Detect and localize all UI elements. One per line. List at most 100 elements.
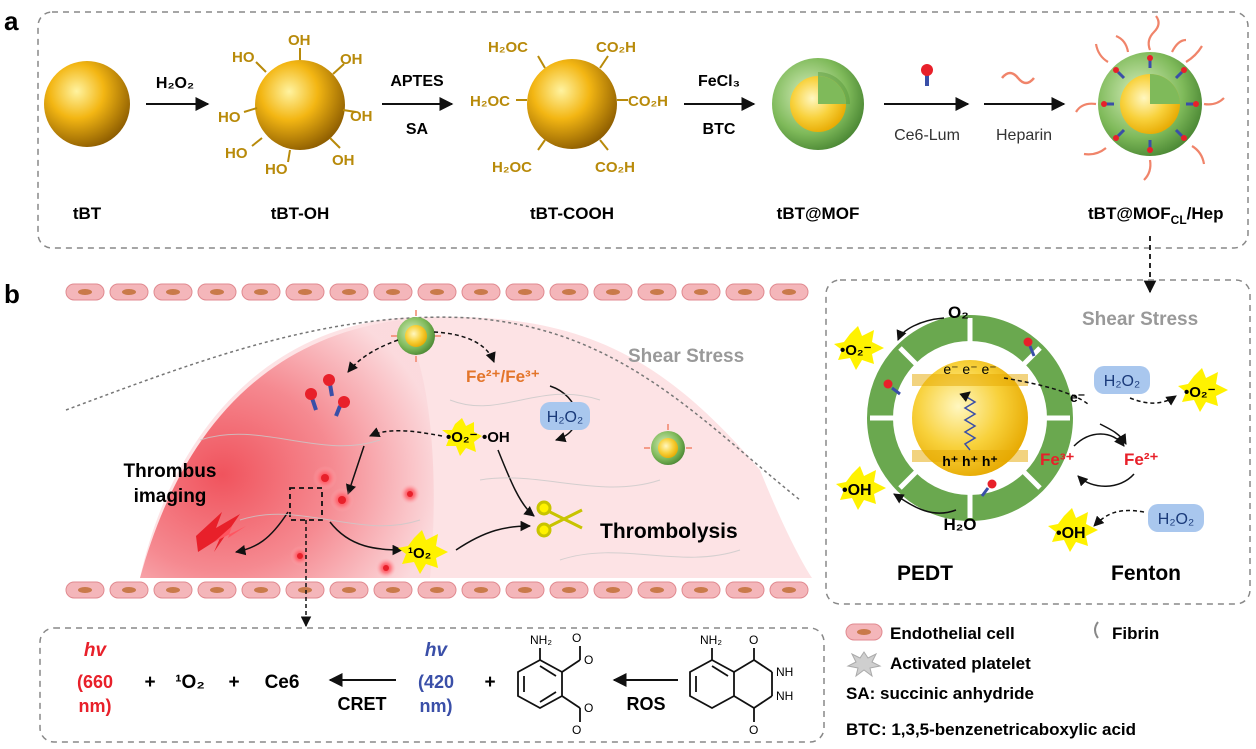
legend-sa: SA: succinic anhydride xyxy=(846,684,1034,703)
cell-nucleus xyxy=(738,587,752,593)
plus-sign: + xyxy=(144,672,155,693)
electron-out-label: e⁻ xyxy=(1070,389,1085,405)
svg-text:O: O xyxy=(572,631,581,645)
cell-nucleus xyxy=(562,587,576,593)
ce6-lum-icon xyxy=(921,64,933,86)
cell-nucleus xyxy=(210,289,224,295)
pedt-label: PEDT xyxy=(897,562,953,585)
platelet-icon xyxy=(846,651,882,678)
cell-nucleus xyxy=(386,587,400,593)
arrow-h2o2-label: H₂O₂ xyxy=(156,75,194,92)
fibrin-icon xyxy=(1094,621,1099,639)
svg-text:O: O xyxy=(572,723,581,737)
blue-hv-label: hv xyxy=(425,640,449,661)
fe3-to-fe2-arrow xyxy=(1073,433,1125,447)
h2o-oxidation-arrow xyxy=(893,493,957,514)
cell-nucleus xyxy=(386,289,400,295)
tbt-label: tBT xyxy=(73,204,102,223)
cell-nucleus xyxy=(562,289,576,295)
fe2-label: Fe²⁺ xyxy=(1124,450,1159,469)
cell-nucleus xyxy=(78,289,92,295)
bt-core xyxy=(912,360,1028,476)
oh-to-thrombolysis-arrow xyxy=(497,449,535,517)
cell-nucleus xyxy=(430,289,444,295)
arrow-ce6-lum-label: Ce6-Lum xyxy=(894,127,960,144)
tbt-particle xyxy=(44,61,130,147)
ce6-product: Ce6 xyxy=(265,672,300,693)
svg-text:O: O xyxy=(584,653,593,667)
hydroxyl-burst-fenton: •OH xyxy=(1048,508,1098,552)
electron-path xyxy=(1003,377,1089,405)
panel-a-letter: a xyxy=(4,6,19,36)
h2o2-to-superoxide-arrow xyxy=(1129,395,1177,406)
blue-wavelength-1: (420 xyxy=(418,672,454,692)
h2o-label: H₂O xyxy=(943,515,976,534)
cell-nucleus xyxy=(210,587,224,593)
electrons-label: e⁻ e⁻ e⁻ xyxy=(943,361,996,377)
h2o2-label: H₂O₂ xyxy=(547,409,583,426)
cell-nucleus xyxy=(342,289,356,295)
excitation-arrow xyxy=(959,391,977,451)
mechanism-shear-stress-label: Shear Stress xyxy=(1082,309,1198,330)
thrombus-red-region xyxy=(140,320,434,578)
fe2-to-fe3-arrow xyxy=(1077,473,1135,487)
h2o2-box-right xyxy=(1094,366,1150,394)
cell-nucleus xyxy=(650,587,664,593)
svg-text:NH₂: NH₂ xyxy=(530,633,552,647)
arrow-btc-label: BTC xyxy=(703,121,736,138)
cell-nucleus xyxy=(122,587,136,593)
o2-reduction-arrow xyxy=(896,317,945,341)
ce6-lum-probes xyxy=(305,374,350,417)
fe3-label: Fe³⁺ xyxy=(1040,450,1075,469)
cell-nucleus xyxy=(298,289,312,295)
fibrin-strands xyxy=(199,393,741,561)
tbt-mof-particle xyxy=(772,58,864,150)
o2-to-probe-arrow xyxy=(369,427,443,437)
plus-sign: + xyxy=(228,672,239,693)
tbt-cooh-label: tBT-COOH xyxy=(530,204,614,223)
cell-nucleus xyxy=(606,587,620,593)
cell-nucleus xyxy=(166,289,180,295)
legend-endothelial: Endothelial cell xyxy=(890,624,1015,643)
cooh-group: CO₂H xyxy=(595,159,635,176)
blue-wavelength-2: nm) xyxy=(420,696,453,716)
legend-fibrin: Fibrin xyxy=(1112,624,1159,643)
thrombolysis-label: Thrombolysis xyxy=(600,520,738,543)
panel-b-letter: b xyxy=(4,279,20,309)
imaging-lightning-icon xyxy=(196,512,246,552)
tbt-mof-cl-hep-particle xyxy=(1075,15,1225,181)
red-wavelength-2: nm) xyxy=(79,696,112,716)
release-arrow xyxy=(347,339,399,373)
svg-text:NH: NH xyxy=(776,689,793,703)
cooh-group: H₂OC xyxy=(488,39,528,56)
cell-nucleus xyxy=(342,587,356,593)
fenton-arrow xyxy=(1093,509,1145,527)
h2o2-right-label: H₂O₂ xyxy=(1104,373,1140,390)
luminol-labels: NH₂ O NH NH O xyxy=(700,633,793,737)
release-arrow xyxy=(433,331,496,363)
cell-nucleus xyxy=(518,289,532,295)
ros-label: ROS xyxy=(626,694,665,714)
svg-text:•OH: •OH xyxy=(842,482,872,499)
tbt-mof-cl-hep-label: tBT@MOFCL/Hep xyxy=(1088,204,1224,227)
svg-text:•O₂⁻: •O₂⁻ xyxy=(446,429,478,446)
ho-group: HO xyxy=(232,49,255,66)
thrombus-imaging-label-1: Thrombus xyxy=(124,461,217,482)
svg-text:•O₂⁻: •O₂⁻ xyxy=(1184,384,1216,401)
singlet-o2-arrow xyxy=(329,521,404,556)
tbt-mof-label: tBT@MOF xyxy=(777,204,860,223)
cell-nucleus xyxy=(738,289,752,295)
svg-text:NH₂: NH₂ xyxy=(700,633,722,647)
h2o2-box xyxy=(540,402,590,430)
reaction-border xyxy=(39,627,825,743)
luminol-structure xyxy=(689,648,773,722)
cell-nucleus xyxy=(166,587,180,593)
fenton-label: Fenton xyxy=(1111,562,1181,585)
singlet-o2-burst: ¹O₂ xyxy=(398,530,448,574)
cell-nucleus xyxy=(650,289,664,295)
tbt-oh-particle: OH OH OH OH HO HO HO HO xyxy=(218,32,373,178)
svg-text:O: O xyxy=(584,701,593,715)
cell-nucleus xyxy=(474,587,488,593)
svg-text:•O₂⁻: •O₂⁻ xyxy=(840,342,872,359)
oh-group: OH xyxy=(350,108,373,125)
